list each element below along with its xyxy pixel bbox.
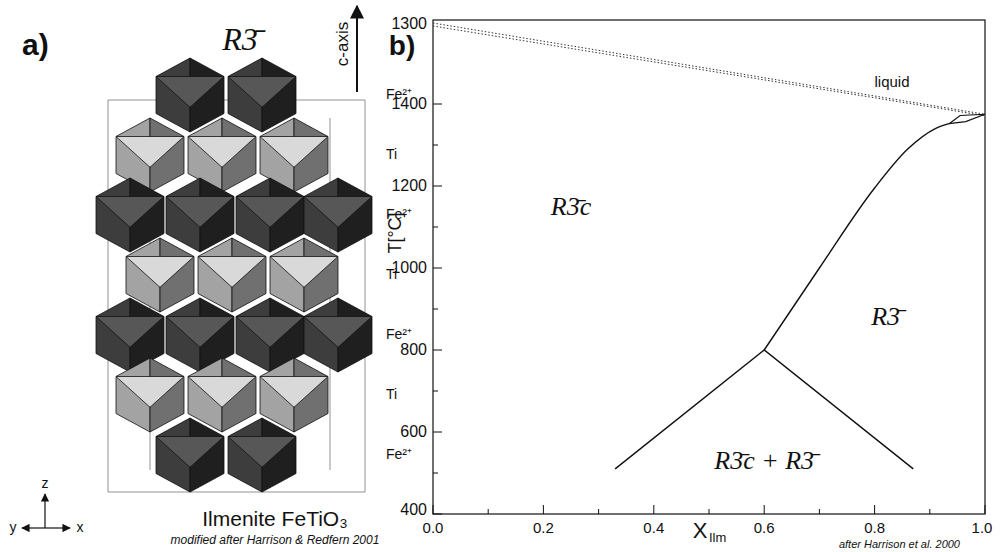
- space-group: R3̄: [222, 22, 258, 57]
- tick-label: 0.0: [423, 520, 444, 537]
- tick-label: 0.2: [533, 520, 554, 537]
- region-label: liquid: [874, 74, 909, 91]
- crystal-structure: [22, 6, 372, 528]
- octahedron: [304, 298, 372, 372]
- phase-diagram: [433, 20, 985, 514]
- loop-line: [949, 114, 985, 123]
- layer-label: Ti: [386, 147, 397, 162]
- tick-label: 1.0: [972, 520, 993, 537]
- loop-line: [949, 114, 985, 123]
- plot-frame: [433, 20, 985, 514]
- axis-arrow: [44, 494, 45, 528]
- octahedron: [260, 358, 328, 432]
- octahedron: [188, 358, 256, 432]
- tick: [433, 514, 442, 515]
- tick-label: 1400: [391, 95, 427, 113]
- axis-title: X: [693, 519, 708, 543]
- tick-label: 0.6: [754, 520, 775, 537]
- tick: [543, 505, 544, 514]
- figure-title: Ilmenite FeTiO₃: [202, 507, 347, 530]
- tick: [433, 268, 442, 269]
- tick: [653, 505, 654, 514]
- octahedron: [96, 178, 164, 252]
- layer-label: Fe²⁺: [386, 327, 412, 342]
- tick: [874, 505, 875, 514]
- tick: [433, 391, 438, 392]
- c-axis-arrow: [356, 6, 358, 92]
- tick: [709, 509, 710, 514]
- octahedron: [198, 238, 266, 312]
- octahedron: [126, 238, 194, 312]
- tick-label: 0.4: [643, 520, 664, 537]
- tick: [819, 509, 820, 514]
- octahedron: [156, 58, 224, 132]
- tick: [985, 505, 986, 514]
- tick-label: 0.8: [864, 520, 885, 537]
- region-label: R3̄c: [551, 192, 591, 221]
- tick: [433, 350, 442, 351]
- liquidus-line: [433, 23, 985, 114]
- axis-arrow: [45, 527, 70, 528]
- tick: [598, 509, 599, 514]
- octahedron: [304, 178, 372, 252]
- axis-name: y: [10, 520, 17, 535]
- region-label: R3̄c + R3̄: [714, 446, 814, 475]
- tick-label: 1200: [391, 177, 427, 195]
- tick: [433, 309, 438, 310]
- axis-subscript: Ilm: [709, 531, 726, 545]
- octahedron: [156, 418, 224, 492]
- tick: [433, 432, 442, 433]
- tick-label: 1000: [391, 259, 427, 277]
- axis-name: c-axis: [334, 22, 353, 66]
- source-note: modified after Harrison & Redfern 2001: [171, 534, 380, 547]
- transition-line: [764, 124, 949, 350]
- octahedron: [270, 238, 338, 312]
- tick: [433, 505, 434, 514]
- octahedron: [116, 358, 184, 432]
- tick-label: 400: [400, 501, 427, 519]
- tick-label: 800: [400, 341, 427, 359]
- region-label: R3̄: [871, 303, 900, 332]
- octahedron: [228, 58, 296, 132]
- octahedron: [228, 418, 296, 492]
- panel-letter: b): [389, 31, 415, 62]
- axis-title: T[°C]: [386, 212, 406, 253]
- tick: [433, 104, 442, 105]
- tick-label: 600: [400, 423, 427, 441]
- axis-arrow: [22, 527, 45, 528]
- octahedron: [166, 178, 234, 252]
- tick: [433, 473, 438, 474]
- tick: [488, 509, 489, 514]
- layer-label: Fe²⁺: [386, 447, 412, 462]
- layer-label: Ti: [386, 387, 397, 402]
- source-note: after Harrison et al. 2000: [839, 538, 960, 550]
- tick: [433, 227, 438, 228]
- axis-name: x: [77, 520, 84, 535]
- octahedron: [236, 178, 304, 252]
- tick-label: 1300: [391, 15, 427, 33]
- tick: [929, 509, 930, 514]
- unit-cell: [108, 100, 365, 492]
- panel-letter: a): [22, 28, 49, 61]
- solidus-line: [433, 26, 985, 116]
- axis-name: z: [42, 476, 49, 491]
- tick: [433, 145, 438, 146]
- tick: [764, 505, 765, 514]
- tick: [433, 186, 442, 187]
